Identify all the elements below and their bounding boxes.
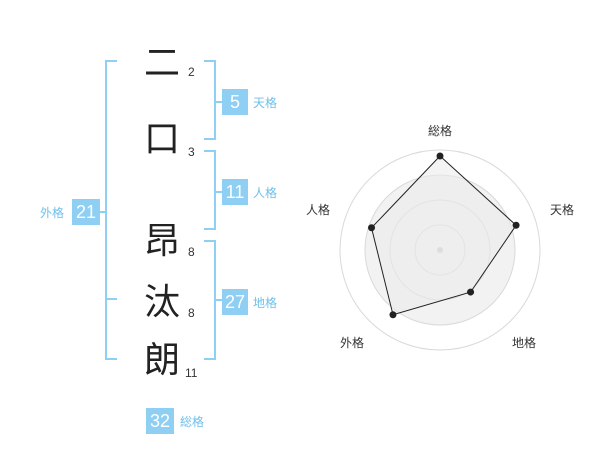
radar-point-4 [389,311,397,319]
jinkaku-bracket-tick [214,191,222,193]
radar-point-3 [467,288,475,296]
tenkaku-bracket-tick [214,101,222,103]
radar-point-5 [368,224,376,232]
radar-point-1 [436,152,444,160]
name-char-5: 朗 [143,340,180,381]
stroke-count-4: 8 [188,306,195,320]
name-char-3: 昂 [143,221,180,262]
tenkaku-bracket [204,60,216,140]
radar-point-2 [512,221,520,229]
tenkaku-badge: 5 [222,89,248,115]
radar-axis-label-jinkaku: 人格 [305,203,330,217]
chikaku-badge: 27 [222,289,248,315]
radar-axis-label-chikaku: 地格 [511,336,536,350]
radar-axis-label-gaikaku: 外格 [339,336,364,350]
stroke-count-2: 3 [188,145,195,159]
jinkaku-bracket [204,150,216,230]
name-char-1: 二 [143,43,180,84]
stroke-count-5: 11 [185,366,198,380]
radar-series-polygon [370,155,517,316]
name-char-2: 口 [143,119,180,160]
gaikaku-bracket-split [105,298,117,300]
chikaku-bracket-tick [214,299,222,301]
name-char-4: 汰 [143,282,180,323]
soukaku-badge: 32 [146,408,174,434]
jinkaku-label: 人格 [253,186,278,200]
gaikaku-bracket [105,60,117,360]
soukaku-label: 総格 [180,415,205,429]
stroke-count-1: 2 [188,65,195,79]
radar-axis-label-tenkaku: 天格 [549,203,574,217]
gaikaku-bracket-tick [100,211,107,213]
jinkaku-badge: 11 [222,179,248,205]
stroke-count-3: 8 [188,245,195,259]
radar-chart [339,149,541,351]
tenkaku-label: 天格 [253,96,278,110]
chikaku-label: 地格 [253,296,278,310]
radar-axis-label-soukaku: 総格 [427,124,452,138]
gaikaku-label: 外格 [40,206,65,220]
gaikaku-badge: 21 [72,199,100,225]
